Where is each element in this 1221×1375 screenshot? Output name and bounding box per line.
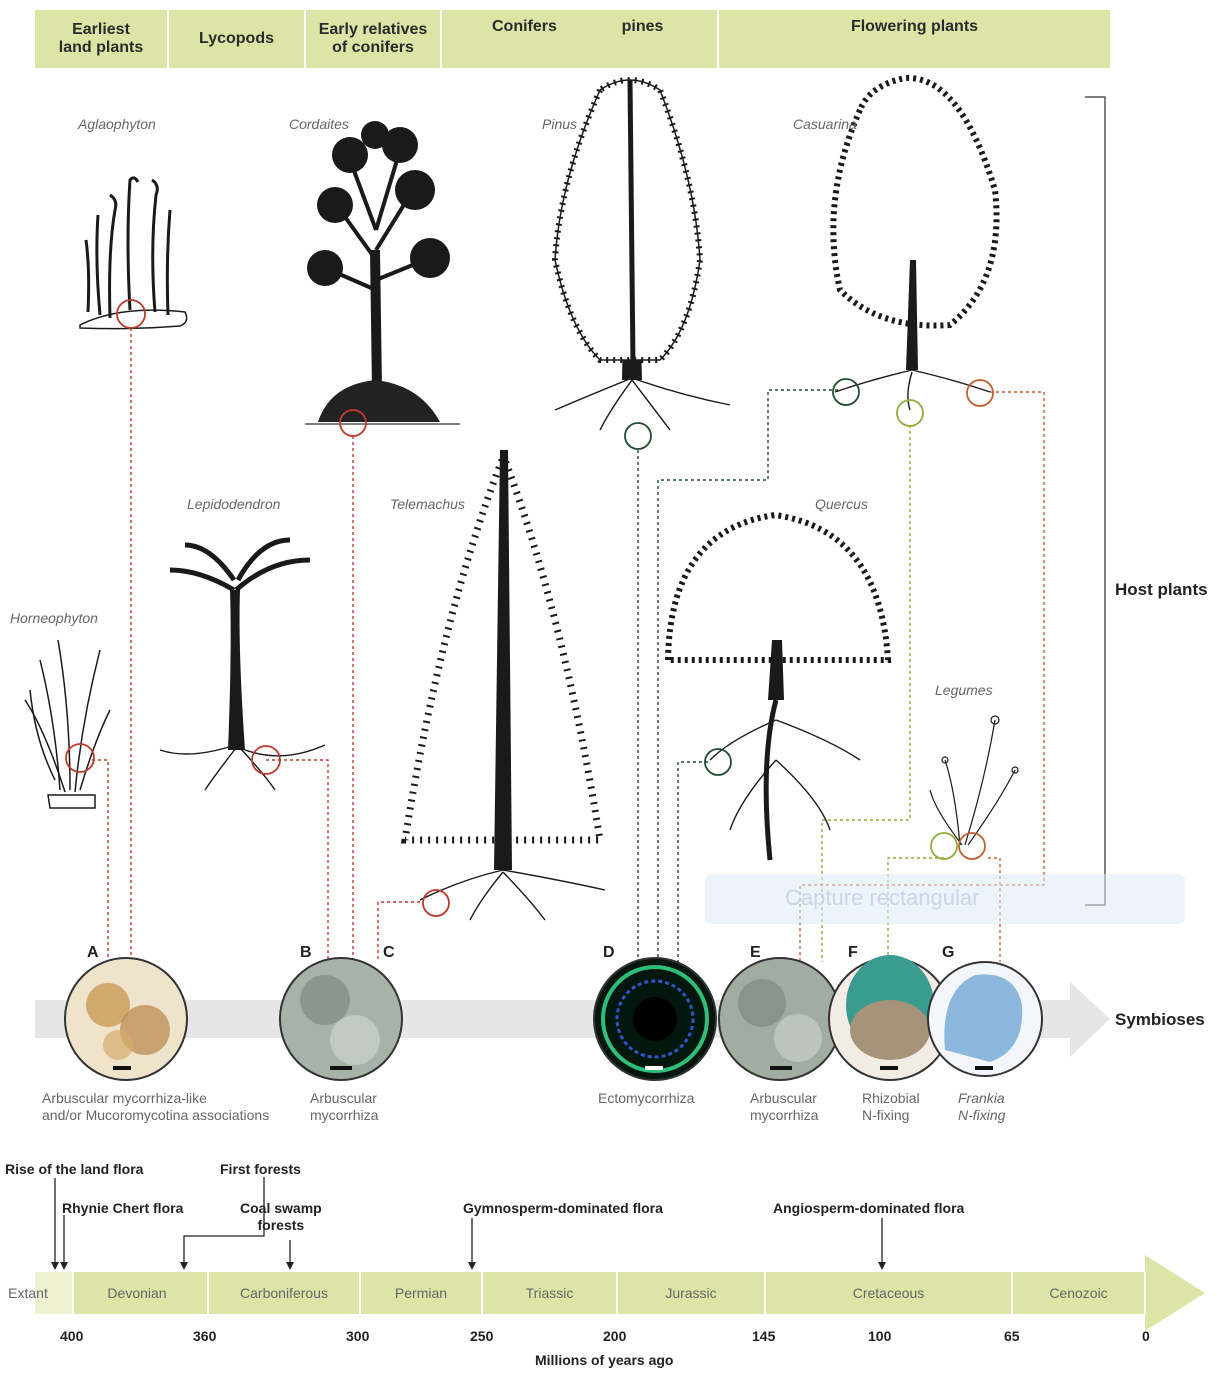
coal-pointer-head xyxy=(286,1262,294,1270)
symbiosis-letter-f: F xyxy=(848,944,858,962)
micrograph-e xyxy=(719,958,841,1080)
symbiosis-letter-c: C xyxy=(383,944,395,962)
symbiosis-letter-a: A xyxy=(87,944,99,962)
tick-65: 65 xyxy=(1004,1328,1020,1344)
symbiosis-letter-b: B xyxy=(300,944,312,962)
symbiosis-caption-e: Arbuscular mycorrhiza xyxy=(750,1090,818,1124)
micrograph-b xyxy=(280,958,402,1080)
angio-pointer-head xyxy=(878,1262,886,1270)
event-rise-of-land-flora: Rise of the land flora xyxy=(5,1161,143,1178)
cordaites-drawing xyxy=(305,121,460,424)
watermark-text: Capture rectangular xyxy=(785,885,979,911)
tick-100: 100 xyxy=(868,1328,891,1344)
symbiosis-letter-d: D xyxy=(603,944,615,962)
event-angiosperm-dominated-flora: Angiosperm-dominated flora xyxy=(773,1200,964,1217)
micrograph-d xyxy=(594,958,716,1080)
host-plants-label: Host plants xyxy=(1115,580,1208,600)
tick-400: 400 xyxy=(60,1328,83,1344)
plant-label-cordaites: Cordaites xyxy=(289,116,349,132)
horneophyton-drawing xyxy=(25,640,110,808)
tick-200: 200 xyxy=(603,1328,626,1344)
plant-label-pinus: Pinus xyxy=(542,116,577,132)
host-plants-bracket xyxy=(1085,97,1105,905)
symbiosis-letter-g: G xyxy=(942,944,954,962)
period-extant: Extant xyxy=(0,1275,56,1311)
quercus-drawing xyxy=(668,515,888,860)
period-carboniferous: Carboniferous xyxy=(208,1275,360,1311)
period-devonian: Devonian xyxy=(73,1275,201,1311)
rise-pointer-head xyxy=(51,1262,59,1270)
first-forests-pointer-head xyxy=(180,1262,188,1270)
symbiosis-letter-e: E xyxy=(750,944,761,962)
event-rhynie-chert-flora: Rhynie Chert flora xyxy=(62,1200,183,1217)
period-cenozoic: Cenozoic xyxy=(1012,1275,1145,1311)
period-triassic: Triassic xyxy=(482,1275,617,1311)
rhynie-pointer-head xyxy=(60,1262,68,1270)
period-permian: Permian xyxy=(360,1275,482,1311)
axis-label-millions-of-years: Millions of years ago xyxy=(535,1352,673,1369)
plant-label-quercus: Quercus xyxy=(815,496,868,512)
gymno-pointer-head xyxy=(468,1262,476,1270)
casuarina-drawing xyxy=(833,78,996,410)
aglaophyton-drawing xyxy=(80,178,187,329)
tick-360: 360 xyxy=(193,1328,216,1344)
period-jurassic: Jurassic xyxy=(617,1275,765,1311)
event-coal-swamp-forests: Coal swamp forests xyxy=(240,1200,322,1234)
plant-label-telemachus: Telemachus xyxy=(390,496,465,512)
period-cretaceous: Cretaceous xyxy=(765,1275,1012,1311)
symbiosis-caption-g: Frankia N-fixing xyxy=(958,1090,1005,1124)
pinus-drawing xyxy=(555,80,730,430)
event-gymnosperm-dominated-flora: Gymnosperm-dominated flora xyxy=(463,1200,663,1217)
connector-quercus-d xyxy=(678,762,708,962)
connector-horneophyton-a xyxy=(92,760,108,962)
tick-0: 0 xyxy=(1142,1328,1150,1344)
tick-300: 300 xyxy=(346,1328,369,1344)
plant-label-horneophyton: Horneophyton xyxy=(10,610,98,626)
symbiosis-caption-a: Arbuscular mycorrhiza-like and/or Mucoro… xyxy=(42,1090,269,1124)
plant-label-legumes: Legumes xyxy=(935,682,993,698)
telemachus-drawing xyxy=(405,450,605,920)
lepidodendron-drawing xyxy=(160,540,325,790)
event-first-forests: First forests xyxy=(220,1161,301,1178)
symbioses-label: Symbioses xyxy=(1115,1010,1205,1030)
plant-label-aglaophyton: Aglaophyton xyxy=(78,116,156,132)
symbiosis-caption-f: Rhizobial N-fixing xyxy=(862,1090,920,1124)
symbiosis-caption-b: Arbuscular mycorrhiza xyxy=(310,1090,378,1124)
plant-label-casuarina: Casuarina xyxy=(793,116,857,132)
connector-lepidodendron-b xyxy=(266,760,328,962)
micrograph-g xyxy=(928,962,1042,1076)
legumes-drawing xyxy=(930,716,1018,845)
tick-250: 250 xyxy=(470,1328,493,1344)
symbiosis-caption-d: Ectomycorrhiza xyxy=(598,1090,694,1107)
micrograph-a xyxy=(65,958,187,1080)
plant-label-lepidodendron: Lepidodendron xyxy=(187,496,280,512)
tick-145: 145 xyxy=(752,1328,775,1344)
